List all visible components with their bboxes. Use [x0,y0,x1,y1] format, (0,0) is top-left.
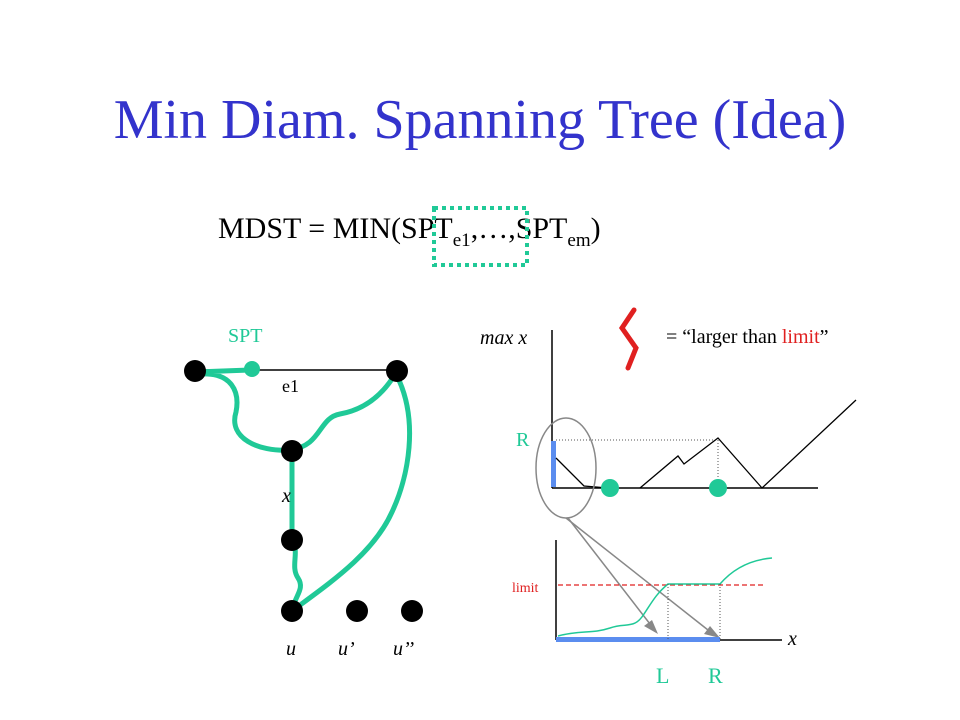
formula-sub-em: em [567,230,591,251]
mdst-formula: MDST = MIN(SPTe1,…,SPTem) [218,212,601,250]
spt-root-node [244,361,260,377]
node-top-left [184,360,206,382]
top-plot-r-bar [551,441,556,487]
top-plot-point-1 [601,479,619,497]
top-plot-curve-1 [555,457,609,489]
node-x [281,529,303,551]
node-top-right [386,360,408,382]
interval-bar [556,637,720,642]
legend-limit-word: limit [782,326,820,348]
limit-label: limit [512,581,539,596]
legend-text-close: ” [820,326,829,348]
top-plot-point-2 [709,479,727,497]
zoom-arrow-to-l-head [644,620,658,634]
top-plot-r-label: R [516,429,530,451]
u-label: u [286,638,296,660]
bottom-plot-xlabel: x [787,628,797,650]
bottom-plot-r-label: R [708,663,723,688]
node-u [281,600,303,622]
zigzag-legend-icon [618,307,639,371]
bottom-plot-l-label: L [656,663,669,688]
spt-tree-path-right [293,371,413,611]
slide-title: Min Diam. Spanning Tree (Idea) [113,89,847,151]
top-plot-curve-2 [639,399,857,489]
node-middle [281,440,303,462]
top-plot-ylabel: max x [480,327,527,349]
node-u-prime [346,600,368,622]
x-node-label: x [281,485,291,507]
legend-text-main: = “larger than [666,326,782,348]
formula-end: ) [590,212,601,245]
zoom-arrow-to-r [565,517,709,631]
highlight-box [432,206,529,267]
formula-mid: ,…,SPT [470,212,568,245]
edge-e1-label: e1 [282,376,299,396]
legend-text: = “larger than limit” [666,326,829,348]
u-double-prime-label: u’’ [393,638,414,660]
node-u-double-prime [401,600,423,622]
zoom-arrow-to-r-head [704,626,720,638]
spt-tree-path-u [289,537,303,613]
spt-label: SPT [228,325,262,347]
formula-lhs: MDST = MIN(SPT [218,212,453,245]
formula-sub-e1: e1 [452,230,471,251]
bottom-plot-curve [557,557,773,637]
zoom-arrow-to-l [567,517,651,625]
u-prime-label: u’ [338,638,355,660]
